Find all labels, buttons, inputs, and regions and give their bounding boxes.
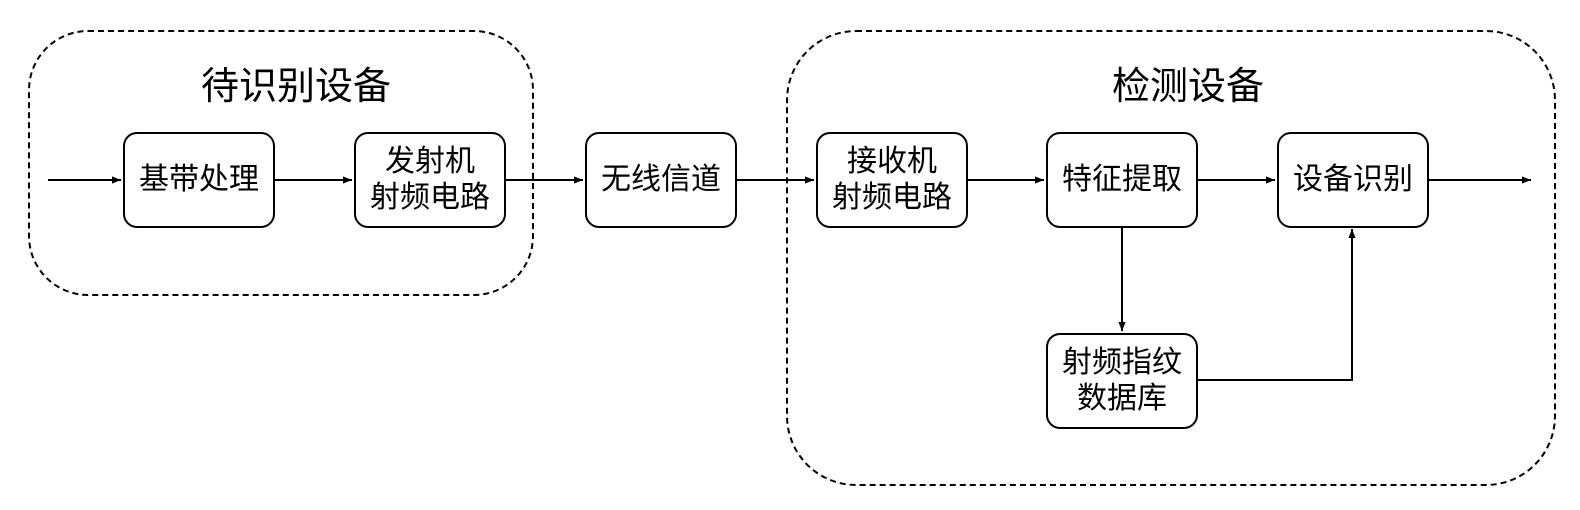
node-wireless-channel: 无线信道 <box>585 132 737 228</box>
node-label: 特征提取 <box>1062 162 1182 197</box>
node-receiver-rf-circuit: 接收机 射频电路 <box>816 132 968 228</box>
node-transmitter-rf-circuit: 发射机 射频电路 <box>354 132 506 228</box>
node-rf-fingerprint-database: 射频指纹 数据库 <box>1046 333 1198 429</box>
node-baseband-processing: 基带处理 <box>123 132 275 228</box>
node-label-line-2: 数据库 <box>1077 381 1167 416</box>
node-label-line-1: 接收机 <box>847 144 937 179</box>
node-label: 基带处理 <box>139 162 259 197</box>
node-label-line-1: 射频指纹 <box>1062 345 1182 380</box>
node-feature-extraction: 特征提取 <box>1046 132 1198 228</box>
group-title-detection-device: 检测设备 <box>1111 64 1265 108</box>
group-title-device-under-test: 待识别设备 <box>200 64 392 108</box>
node-label-line-2: 射频电路 <box>370 180 490 215</box>
group-detection-device <box>786 30 1556 486</box>
node-label: 无线信道 <box>601 162 721 197</box>
node-device-identification: 设备识别 <box>1277 132 1429 228</box>
node-label-line-2: 射频电路 <box>832 180 952 215</box>
group-device-under-test <box>28 30 534 296</box>
node-label-line-1: 发射机 <box>385 144 475 179</box>
node-label: 设备识别 <box>1293 162 1413 197</box>
edge-database-to-identification <box>1198 229 1356 381</box>
